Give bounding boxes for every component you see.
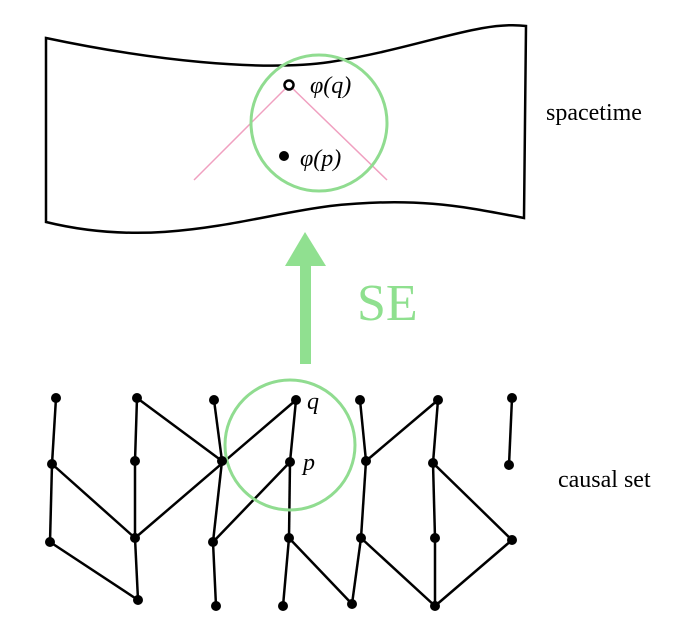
phi-q-label: φ(q)	[310, 73, 351, 99]
causal-edge-e3-e4	[350, 537, 363, 605]
causal-node-c1	[209, 395, 219, 405]
phi-p-point	[279, 151, 289, 161]
embedding-arrow-shaft	[300, 262, 311, 364]
causal-node-g3	[507, 535, 517, 545]
causal-node-b2	[130, 456, 140, 466]
causal-set-neighborhood-circle	[223, 378, 357, 512]
spacetime-neighborhood-circle	[249, 53, 389, 193]
causal-edge-p-d3	[287, 461, 292, 539]
causal-set-edges	[48, 396, 514, 607]
spacetime-label: spacetime	[546, 100, 642, 126]
causal-node-c4	[211, 601, 221, 611]
causal-node-a1	[51, 393, 61, 403]
causal-set-label: causal set	[558, 467, 651, 493]
causal-node-p	[285, 457, 295, 467]
causal-edge-d3-e4	[288, 537, 353, 605]
causal-node-c2	[217, 456, 227, 466]
causal-node-e2	[361, 456, 371, 466]
causal-edge-e1-e2	[358, 399, 368, 462]
q-label: q	[307, 389, 319, 415]
causal-node-b3	[130, 533, 140, 543]
causal-edge-f1-f2	[431, 399, 440, 464]
causal-node-f2	[428, 458, 438, 468]
causal-edge-b3-b4	[133, 537, 140, 601]
causal-node-a3	[45, 537, 55, 547]
causal-edge-e2-e3	[359, 460, 368, 539]
causal-node-d4	[278, 601, 288, 611]
causal-set-nodes	[45, 393, 517, 611]
causal-edge-b3-q	[134, 399, 297, 539]
causal-node-f3	[430, 533, 440, 543]
causal-node-g1	[507, 393, 517, 403]
causal-edge-g3-f4	[434, 539, 513, 607]
causal-node-e1	[355, 395, 365, 405]
causal-edge-a2-b3	[51, 463, 136, 539]
phi-q-point	[283, 79, 295, 91]
phi-p-label: φ(p)	[300, 146, 341, 172]
causal-edge-c3-c4	[211, 541, 218, 607]
causal-edge-b1-c2	[136, 396, 223, 463]
causal-node-a2	[47, 459, 57, 469]
p-label: p	[301, 450, 315, 476]
causal-edge-c1-c2	[212, 399, 224, 462]
causal-edge-e3-f4	[360, 537, 436, 607]
causal-edge-f2-g3	[432, 462, 513, 541]
causal-edge-g1-g2	[507, 397, 514, 466]
causal-node-e4	[347, 599, 357, 609]
spacetime-sheet	[44, 23, 528, 235]
causal-node-g2	[504, 460, 514, 470]
causal-node-e3	[356, 533, 366, 543]
causal-edge-d3-d4	[281, 537, 291, 607]
causal-edge-e2-f1	[365, 399, 439, 462]
causal-edge-b1-b2	[133, 397, 139, 462]
causal-node-d3	[284, 533, 294, 543]
embedding-arrow-label: SE	[357, 275, 418, 332]
causal-node-b4	[133, 595, 143, 605]
causal-edge-a2-a3	[48, 463, 54, 543]
causal-edge-a1-a2	[50, 397, 58, 465]
causal-edge-f2-f3	[431, 462, 437, 539]
causal-node-q	[291, 395, 301, 405]
causal-edge-a3-b4	[49, 540, 139, 602]
causal-node-f4	[430, 601, 440, 611]
light-cone-left	[193, 84, 290, 181]
causal-edge-q-p	[288, 399, 298, 463]
causal-edge-c3-p	[212, 461, 291, 543]
causal-node-c3	[208, 537, 218, 547]
embedding-arrow-head	[285, 232, 326, 266]
causal-node-b1	[132, 393, 142, 403]
light-cone-right	[288, 84, 388, 181]
causal-node-f1	[433, 395, 443, 405]
causal-edge-c2-c3	[211, 460, 224, 543]
